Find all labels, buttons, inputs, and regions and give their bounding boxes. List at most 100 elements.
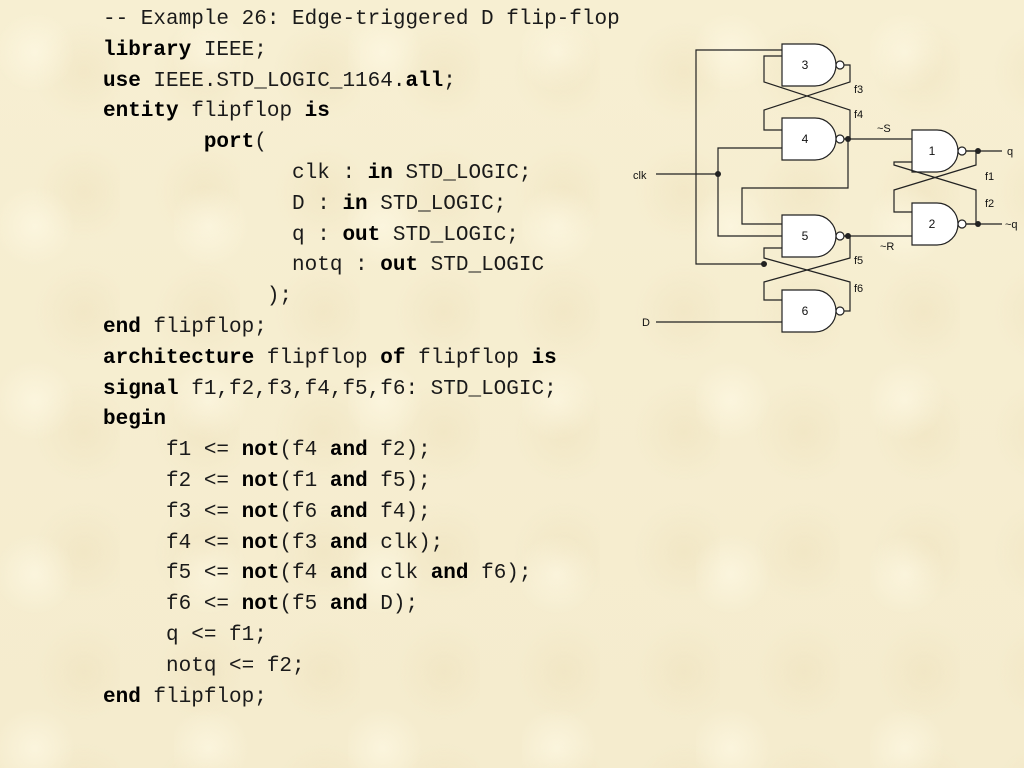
code-keyword: port xyxy=(203,131,255,155)
code-keyword: and xyxy=(329,500,368,524)
code-text: flipflop; xyxy=(140,315,267,339)
gate-3-number: 3 xyxy=(802,58,809,72)
signal-label-f2: f2 xyxy=(985,198,994,210)
code-text: D : xyxy=(103,192,343,216)
code-text: f3 <= xyxy=(103,500,242,524)
code-text: IEEE.STD_LOGIC_1164. xyxy=(140,69,406,93)
code-keyword: architecture xyxy=(103,346,255,370)
code-line: notq <= f2; xyxy=(103,652,620,683)
code-text: (f4 xyxy=(279,439,330,463)
code-keyword: not xyxy=(241,469,280,493)
code-line: clk : in STD_LOGIC; xyxy=(103,159,620,190)
code-keyword: and xyxy=(329,593,368,617)
code-text: ( xyxy=(254,131,267,155)
code-text: f1,f2,f3,f4,f5,f6: STD_LOGIC; xyxy=(178,377,557,401)
code-text: clk); xyxy=(367,531,444,555)
code-keyword: is xyxy=(531,346,557,370)
code-text: f1 <= xyxy=(103,439,242,463)
gate-2-number: 2 xyxy=(929,217,936,231)
code-text: clk : xyxy=(103,161,368,185)
input-label-d: D xyxy=(642,317,650,329)
output-label-notq: ~q xyxy=(1005,219,1018,231)
code-line: q <= f1; xyxy=(103,621,620,652)
code-line: entity flipflop is xyxy=(103,97,620,128)
code-text: flipflop xyxy=(254,346,381,370)
code-keyword: all xyxy=(405,69,444,93)
signal-label-r: ~R xyxy=(880,241,894,253)
code-keyword: in xyxy=(342,192,368,216)
code-line: use IEEE.STD_LOGIC_1164.all; xyxy=(103,67,620,98)
code-text: STD_LOGIC; xyxy=(380,223,519,247)
code-line: begin xyxy=(103,405,620,436)
gate-3-bubble xyxy=(835,60,845,70)
signal-label-f1: f1 xyxy=(985,171,994,183)
code-line: ); xyxy=(103,282,620,313)
code-line: signal f1,f2,f3,f4,f5,f6: STD_LOGIC; xyxy=(103,375,620,406)
code-line: f1 <= not(f4 and f2); xyxy=(103,436,620,467)
code-keyword: not xyxy=(241,593,280,617)
code-text: f4); xyxy=(367,500,431,524)
code-keyword: begin xyxy=(103,408,167,432)
gate-1-number: 1 xyxy=(929,144,936,158)
code-text: (f3 xyxy=(279,531,330,555)
input-label-clk: clk xyxy=(633,170,647,182)
code-line: f6 <= not(f5 and D); xyxy=(103,590,620,621)
code-keyword: signal xyxy=(103,377,179,401)
code-line: f5 <= not(f4 and clk and f6); xyxy=(103,559,620,590)
circuit-wires xyxy=(656,49,1002,323)
gate-5-number: 5 xyxy=(802,229,809,243)
code-keyword: end xyxy=(103,315,141,339)
code-text xyxy=(103,131,204,154)
code-keyword: of xyxy=(380,346,406,370)
code-line: port( xyxy=(103,128,620,159)
code-text: f6); xyxy=(468,562,532,586)
code-keyword: not xyxy=(241,500,280,524)
gate-5-bubble xyxy=(835,231,845,241)
code-line: f2 <= not(f1 and f5); xyxy=(103,467,620,498)
code-text: IEEE; xyxy=(191,38,267,62)
signal-label-f3: f3 xyxy=(854,84,863,96)
gate-2-bubble xyxy=(957,219,967,229)
gate-6-bubble xyxy=(835,306,845,316)
code-keyword: use xyxy=(103,69,141,93)
code-line: architecture flipflop of flipflop is xyxy=(103,344,620,375)
nand-gate-6 xyxy=(781,289,837,333)
signal-label-s: ~S xyxy=(877,123,891,135)
code-text: (f1 xyxy=(279,469,330,493)
gate-4-number: 4 xyxy=(802,132,809,146)
code-text: STD_LOGIC; xyxy=(392,161,532,185)
gate-4-bubble xyxy=(835,134,845,144)
code-text: clk xyxy=(367,562,431,586)
code-text: notq : xyxy=(103,254,381,278)
code-line: notq : out STD_LOGIC xyxy=(103,251,620,282)
code-text: q <= f1; xyxy=(103,623,267,647)
code-keyword: out xyxy=(380,254,419,278)
code-text: f6 <= xyxy=(103,593,242,617)
code-line: f4 <= not(f3 and clk); xyxy=(103,529,620,560)
code-line: q : out STD_LOGIC; xyxy=(103,221,620,252)
signal-label-f4: f4 xyxy=(854,109,863,121)
code-text: (f5 xyxy=(279,593,330,617)
code-line: D : in STD_LOGIC; xyxy=(103,190,620,221)
code-keyword: in xyxy=(367,161,393,185)
code-keyword: library xyxy=(103,38,192,62)
signal-label-f6: f6 xyxy=(854,283,863,295)
dff-circuit-diagram: 3 4 1 5 2 6 f3 f4 ~S f1 f2 ~R f5 f6 clk … xyxy=(633,43,1018,333)
gate-6-number: 6 xyxy=(802,304,809,318)
code-text: (f4 xyxy=(279,562,330,586)
code-text: f4 <= xyxy=(103,531,242,555)
code-line: end flipflop; xyxy=(103,313,620,344)
code-line: -- Example 26: Edge-triggered D flip-flo… xyxy=(103,5,620,36)
code-text: D); xyxy=(367,593,419,617)
code-keyword: out xyxy=(342,223,381,247)
code-keyword: not xyxy=(241,562,280,586)
code-text: ; xyxy=(443,69,456,93)
code-keyword: and xyxy=(430,562,469,586)
wire-junctions xyxy=(715,136,981,267)
code-text: flipflop xyxy=(178,100,305,124)
code-text: f5); xyxy=(367,469,431,493)
code-text: ); xyxy=(103,285,293,309)
code-keyword: not xyxy=(241,531,280,555)
code-line: end flipflop; xyxy=(103,683,620,714)
code-text: flipflop; xyxy=(140,685,267,709)
